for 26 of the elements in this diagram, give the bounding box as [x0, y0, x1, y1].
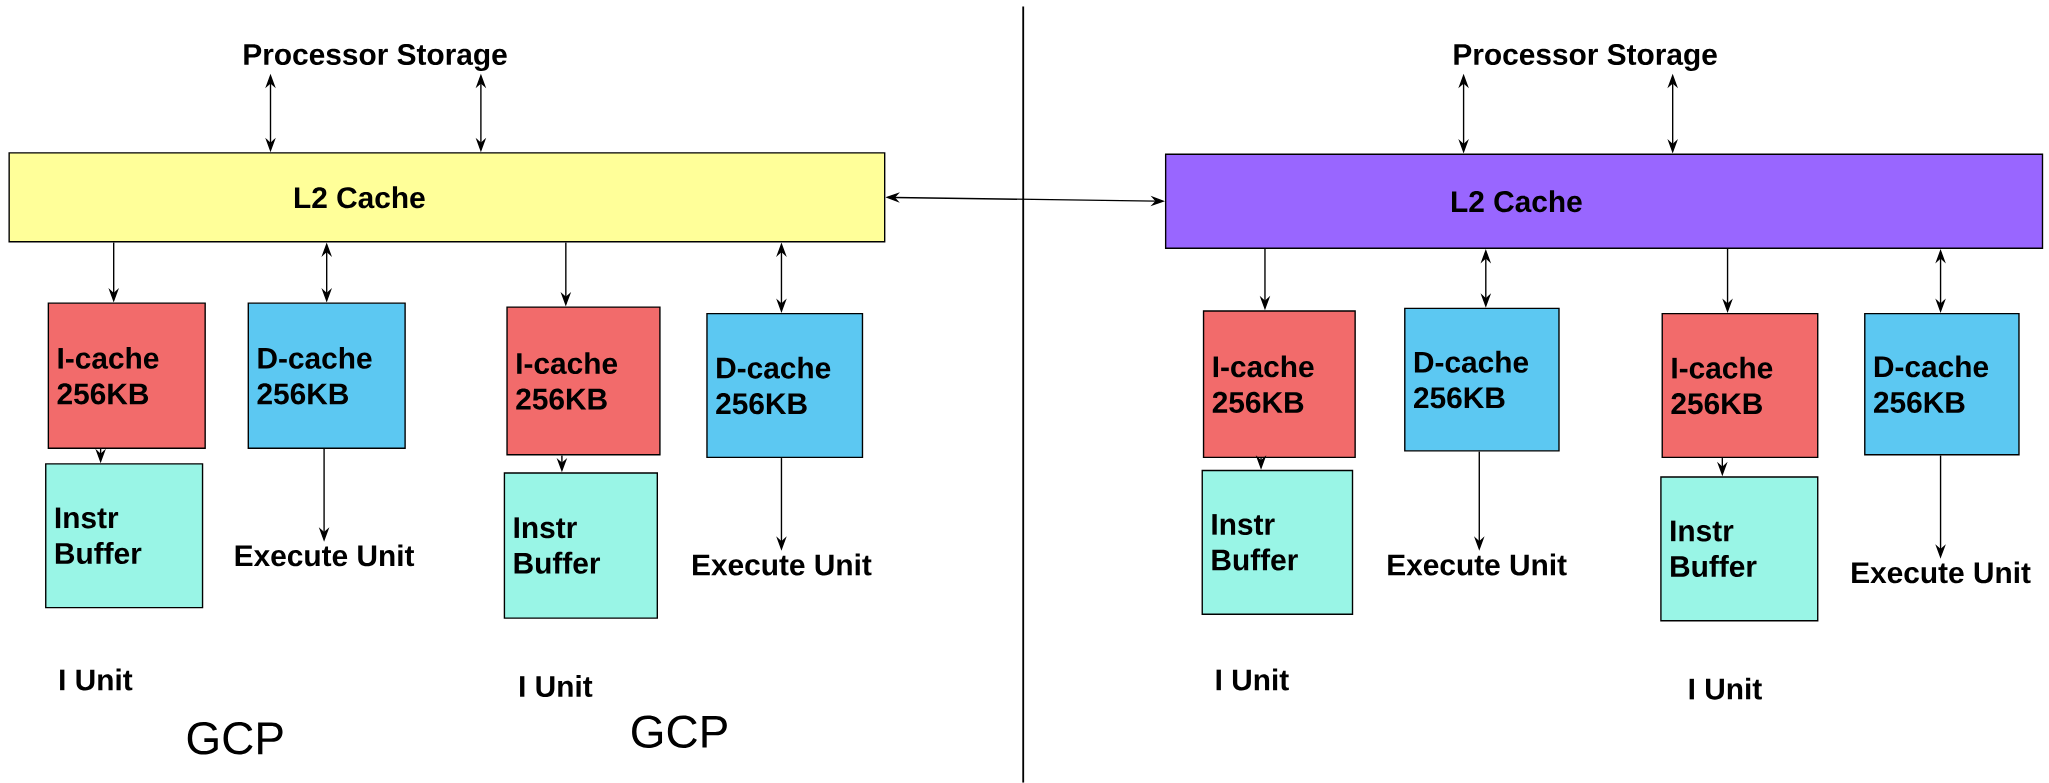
- cache-bar: L2 Cache: [1164, 153, 2044, 250]
- node-label: Execute Unit: [1388, 553, 1567, 576]
- buffer-box: Instr Buffer: [503, 472, 658, 619]
- node-label: Processor Storage: [244, 44, 507, 72]
- node-label: Execute Unit: [693, 553, 872, 576]
- unit-label: I Unit: [60, 668, 133, 691]
- caption-label: GCP: [632, 715, 727, 749]
- cache-box: I-cache 256KB: [47, 302, 206, 450]
- buffer-box: Instr Buffer: [1660, 476, 1819, 622]
- buffer-box: Instr Buffer: [1201, 469, 1354, 615]
- unit-label: I Unit: [1689, 677, 1762, 700]
- cache-box: D-cache 256KB: [706, 313, 864, 459]
- cache-box: D-cache 256KB: [1864, 313, 2020, 456]
- buffer-box: Instr Buffer: [45, 463, 204, 609]
- node-label: Execute Unit: [235, 544, 415, 567]
- unit-label: I Unit: [1216, 668, 1289, 691]
- unit-label: I Unit: [520, 675, 593, 698]
- cache-box: D-cache 256KB: [1404, 307, 1560, 452]
- node-label: Processor Storage: [1454, 44, 1717, 72]
- cache-box: I-cache 256KB: [506, 306, 661, 456]
- node-label: Execute Unit: [1852, 561, 2031, 584]
- cache-box: I-cache 256KB: [1202, 310, 1356, 459]
- caption-label: GCP: [187, 722, 283, 755]
- cache-box: D-cache 256KB: [247, 302, 406, 450]
- cache-box: I-cache 256KB: [1661, 313, 1819, 459]
- cache-bar: L2 Cache: [8, 152, 886, 243]
